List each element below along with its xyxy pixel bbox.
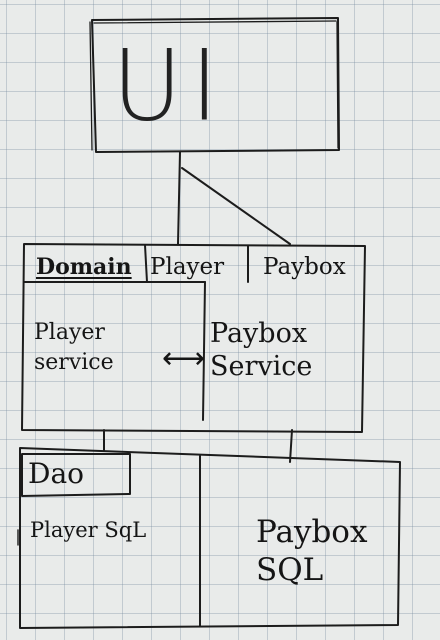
ui-box <box>91 17 340 153</box>
dao-box <box>19 447 401 629</box>
tab-paybox: Paybox <box>263 254 346 280</box>
tab-separator-1 <box>144 244 148 283</box>
connector-ui-paybox <box>181 167 291 245</box>
domain-title: Domain <box>36 254 132 280</box>
tab-player: Player <box>150 254 225 280</box>
player-service-label: Player service <box>34 320 114 375</box>
paybox-service-label: Paybox Service <box>210 318 313 382</box>
ui-label: UI <box>112 28 227 144</box>
domain-box <box>21 243 366 433</box>
player-sql-label: Player SqL <box>30 518 147 542</box>
connector-domain-dao-2 <box>289 429 293 463</box>
dao-title-box <box>21 453 131 497</box>
bidirectional-arrow-icon: ⟷ <box>162 341 206 376</box>
paybox-sql-label: Paybox SQL <box>256 514 368 588</box>
connector-ui-player <box>177 151 181 245</box>
dao-title: Dao <box>28 457 84 490</box>
